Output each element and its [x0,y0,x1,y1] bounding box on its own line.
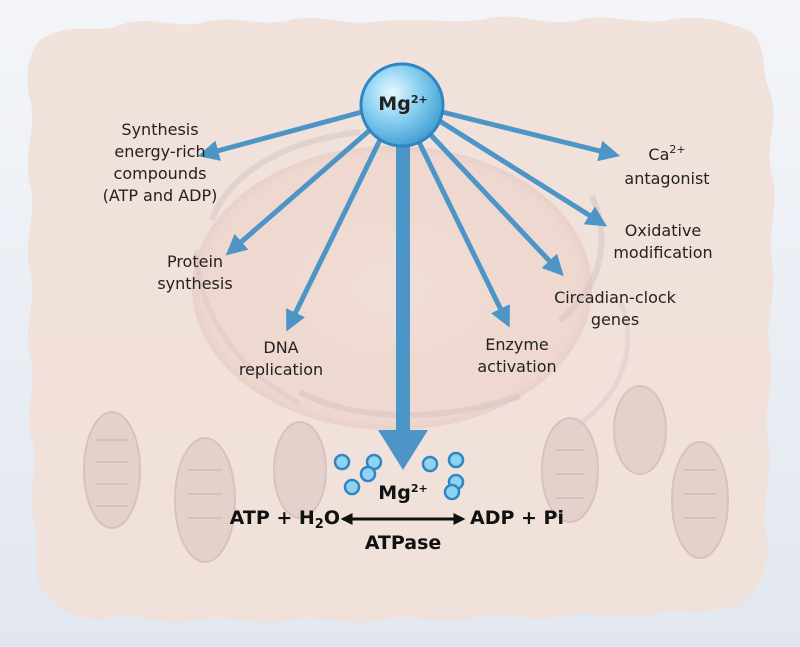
reaction-enzyme: ATPase [364,532,442,554]
reaction-catalyst: Mg2+ [370,482,436,507]
nucleus [192,146,592,430]
reaction-products: ADP + Pi [470,507,564,529]
arrow-to-oxidative [435,117,608,227]
label-protein-synthesis: Protein synthesis [140,251,250,295]
protein-line-1: Protein [166,252,224,271]
calcium-line-2: antagonist [624,169,710,188]
synthesis-line-1: Synthesis [121,120,199,139]
small-mg-ions [333,451,465,501]
circadian-line-2: genes [590,310,640,329]
mg-ion [359,62,445,148]
synthesis-line-3: compounds [113,164,207,183]
calcium-symbol: Ca [648,145,670,164]
main-arrow-shaft [396,144,410,434]
dna-line-1: DNA [263,338,299,357]
effect-arrows [197,109,621,332]
substrate-tail: O [323,507,340,529]
arrow-to-calcium [439,109,621,162]
mg-symbol: Mg [378,93,411,115]
label-oxidative-modification: Oxidative modification [598,220,728,264]
label-circadian-clock: Circadian-clock genes [540,287,690,331]
label-dna-replication: DNA replication [226,337,336,381]
mg-charge: 2+ [410,93,428,106]
synthesis-line-2: energy-rich [114,142,206,161]
synthesis-line-4: (ATP and ADP) [102,186,218,205]
arrow-to-enzyme [415,137,510,328]
protein-line-2: synthesis [157,274,233,293]
label-calcium-antagonist: Ca2+ antagonist [612,143,722,190]
label-synthesis: Synthesis energy-rich compounds (ATP and… [80,119,240,207]
mitochondria [83,385,729,563]
oxidative-line-1: Oxidative [624,221,702,240]
circadian-line-1: Circadian-clock [554,288,676,307]
mg-ion-label: Mg2+ [372,93,434,118]
main-arrow-head [378,430,428,470]
label-enzyme-activation: Enzyme activation [462,334,572,378]
arrow-to-synthesis [197,109,365,161]
arrow-to-dna [286,137,383,332]
reaction-substrates: ATP + H2O [204,507,340,532]
calcium-line-1: Ca2+ [612,143,722,168]
enzyme-line-1: Enzyme [485,335,549,354]
dna-line-2: replication [238,360,324,379]
substrate-text: ATP + H [229,507,315,529]
arrow-to-protein [225,127,373,256]
oxidative-line-2: modification [613,243,713,262]
endoplasmic-reticulum-2 [193,249,631,433]
calcium-charge: 2+ [669,143,686,156]
catalyst-charge: 2+ [410,482,428,495]
mitochondria-cristae [96,439,716,519]
catalyst-symbol: Mg [378,482,411,504]
substrate-subscript: 2 [314,517,324,532]
enzyme-line-2: activation [477,357,557,376]
arrow-to-circadian [425,129,564,277]
